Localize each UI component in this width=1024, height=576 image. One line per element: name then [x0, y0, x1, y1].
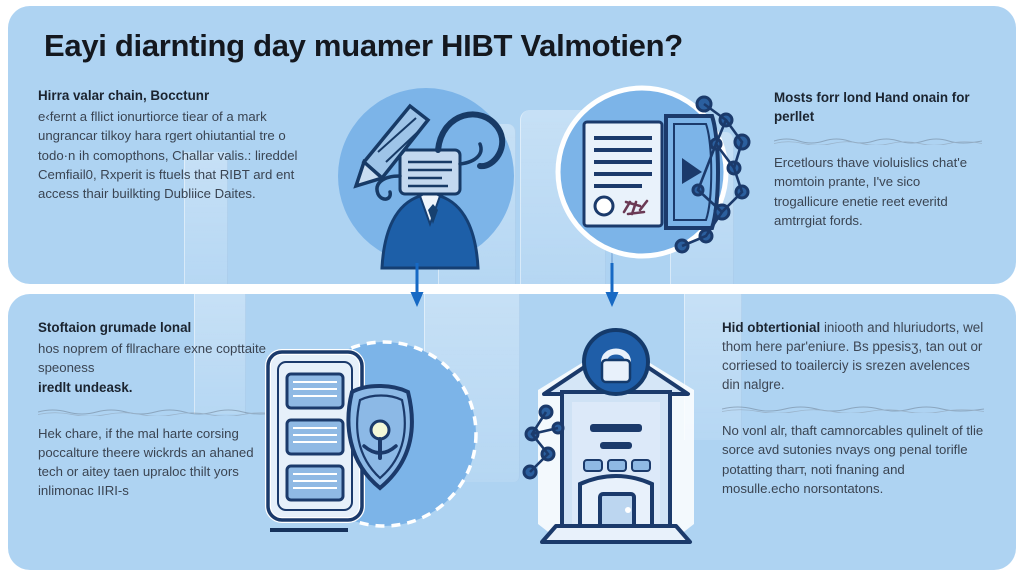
flow-arrow-right-icon	[604, 262, 620, 308]
document-and-shield-molecule-icon	[555, 80, 754, 272]
bottom-right-heading: Hid obtertionial iniooth and hluriudorts…	[722, 318, 984, 394]
text-block-top-left: Hirra valar chain, Bocctunr e‹fernt a fl…	[38, 86, 318, 203]
text-block-top-right: Mosts forr lond Hand onain for perllet E…	[774, 88, 982, 230]
top-right-body: Ercetlours thave violuislics chat'e momt…	[774, 155, 968, 228]
text-block-bottom-right: Hid obtertionial iniooth and hluriudorts…	[722, 318, 984, 498]
top-left-body: e‹fernt a fllict ionurtiorce tiear of a …	[38, 109, 298, 202]
flow-arrow-left-icon	[409, 262, 425, 308]
bottom-right-heading-run: iniooth and hluriudorts, wel thom here p…	[722, 320, 984, 393]
bottom-left-heading: Stoftaion grumade lonal	[38, 320, 192, 335]
top-left-heading: Hirra valar chain, Bocctunr	[38, 88, 210, 103]
bottom-left-body: Hek chare, if the mal harte corsing pocc…	[38, 425, 254, 499]
bank-building-with-lock-badge-icon	[516, 328, 716, 556]
bottom-left-wave-divider	[38, 406, 282, 416]
bottom-right-body: No vonl alг, thaft camnorcables qulinelt…	[722, 423, 984, 496]
person-with-document-head-icon	[334, 84, 518, 270]
server-rack-with-shield-lock-icon	[256, 336, 478, 540]
top-right-heading: Mosts forr lond Hand onain for perllet	[774, 90, 970, 125]
bottom-left-heading-tail: iredlt undeask.	[38, 379, 133, 395]
top-right-wave-divider	[774, 135, 982, 146]
bottom-right-heading-bold: Hid obtertionial	[722, 320, 821, 335]
text-block-bottom-left: Stoftaion grumade lonal hos noprem of fl…	[38, 318, 282, 501]
bottom-left-subheading: hos noprem of fllrachare exne copttaite …	[38, 341, 266, 376]
bottom-right-wave-divider	[722, 403, 984, 414]
page-title: Eayi diarnting day muamer HIBT Valmotien…	[44, 28, 683, 63]
